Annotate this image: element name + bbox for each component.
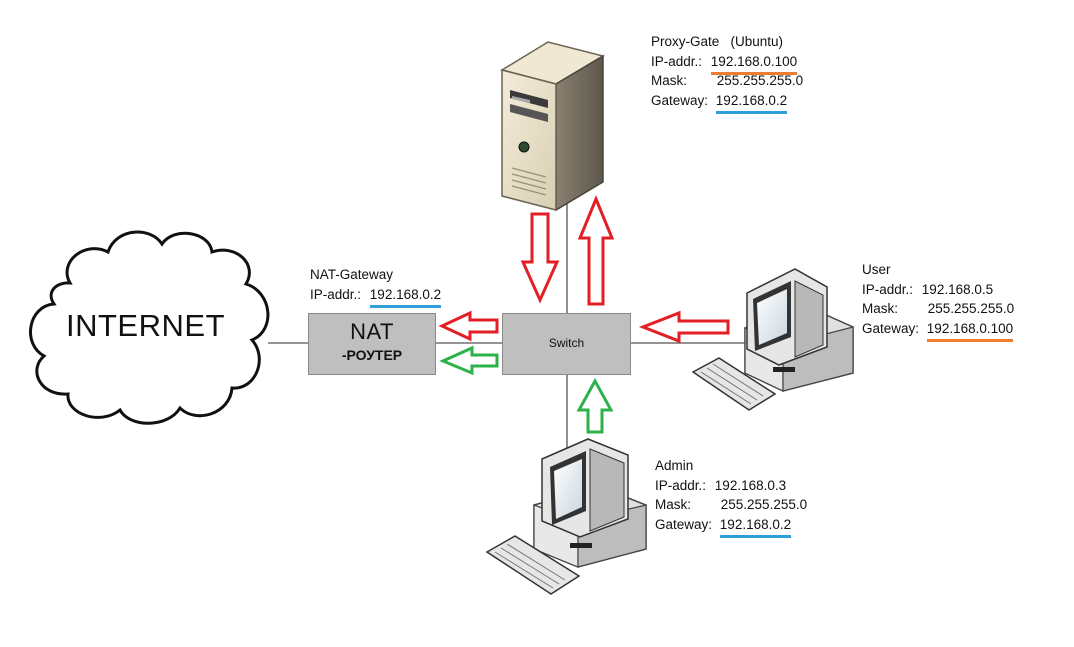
admin-gateway-key: Gateway:: [655, 516, 713, 532]
nat-subtitle: -РОУТЕР: [341, 347, 403, 363]
user-info: User IP-addr.: 192.168.0.5 Mask: 255.255…: [862, 260, 1015, 342]
user-keyboard-icon: [691, 357, 777, 411]
proxy-mask-value: 255.255.255.0: [716, 73, 804, 88]
red-arrow-down: [520, 212, 560, 304]
admin-keyboard-icon: [485, 535, 581, 595]
nat-ip-key: IP-addr.:: [310, 286, 362, 302]
red-arrow-left-user: [638, 310, 730, 344]
green-arrows: [439, 345, 614, 434]
user-title: User: [862, 262, 891, 277]
proxy-gateway-key: Gateway:: [651, 92, 709, 108]
proxy-ip-key: IP-addr.:: [651, 53, 703, 69]
nat-router-box: NAT -РОУТЕР: [308, 313, 436, 375]
user-ip-key: IP-addr.:: [862, 281, 914, 297]
admin-mask-key: Mask:: [655, 497, 692, 512]
red-arrow-up: [577, 195, 615, 306]
admin-ip-value: 192.168.0.3: [714, 477, 787, 493]
red-arrow-left-nat: [438, 310, 499, 342]
user-gateway-key: Gateway:: [862, 320, 920, 336]
nat-info: NAT-Gateway IP-addr.: 192.168.0.2: [310, 265, 442, 308]
user-ip-value: 192.168.0.5: [921, 281, 994, 297]
nat-caption: NAT-Gateway: [310, 267, 394, 282]
switch-label: Switch: [548, 336, 585, 350]
connection-lines: [268, 200, 748, 450]
admin-ip-key: IP-addr.:: [655, 477, 707, 493]
internet-label: INTERNET: [66, 308, 225, 343]
admin-gateway-value: 192.168.0.2: [719, 515, 792, 538]
user-computer-icon: [744, 268, 854, 392]
user-mask-value: 255.255.255.0: [927, 301, 1015, 316]
red-arrows: [438, 195, 730, 344]
server-tower-icon: [500, 41, 605, 212]
admin-mask-value: 255.255.255.0: [720, 497, 808, 512]
proxy-info: Proxy-Gate (Ubuntu) IP-addr.: 192.168.0.…: [651, 32, 804, 114]
nat-title: NAT: [350, 319, 394, 344]
proxy-ip-value: 192.168.0.100: [710, 52, 798, 75]
internet-cloud: [29, 230, 270, 425]
green-arrow-up-admin: [576, 377, 614, 434]
admin-title: Admin: [655, 458, 694, 473]
switch-box: Switch: [502, 313, 631, 375]
proxy-title: Proxy-Gate (Ubuntu): [651, 34, 784, 49]
proxy-gateway-value: 192.168.0.2: [715, 91, 788, 114]
green-arrow-left-nat: [439, 345, 499, 376]
admin-computer-icon: [533, 438, 647, 568]
nat-ip-value: 192.168.0.2: [369, 285, 442, 308]
user-gateway-value: 192.168.0.100: [926, 319, 1014, 342]
user-mask-key: Mask:: [862, 301, 899, 316]
proxy-mask-key: Mask:: [651, 73, 688, 88]
admin-info: Admin IP-addr.: 192.168.0.3 Mask: 255.25…: [655, 456, 808, 538]
